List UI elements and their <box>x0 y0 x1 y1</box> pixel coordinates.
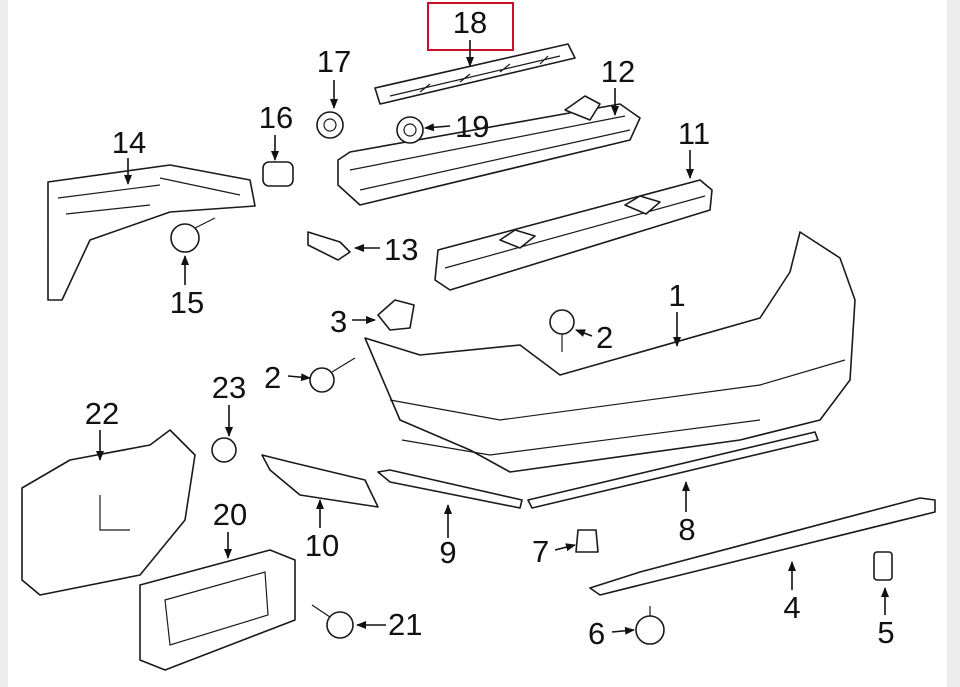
fastener-2a[interactable] <box>549 309 575 352</box>
part-1-bumper-cover[interactable] <box>364 231 856 473</box>
fastener-5[interactable] <box>873 551 893 581</box>
callout-2-left: 2 <box>264 360 281 395</box>
part-10-reflector[interactable] <box>261 454 379 508</box>
part-4-valance[interactable] <box>589 497 936 596</box>
fastener-3[interactable] <box>377 299 415 331</box>
callout-6: 6 <box>588 616 605 651</box>
fastener-7[interactable] <box>575 529 599 553</box>
part-9-strip[interactable] <box>377 469 523 509</box>
fastener-17[interactable] <box>316 111 344 139</box>
callout-13: 13 <box>384 232 418 267</box>
callout-10: 10 <box>305 528 339 563</box>
callout-2-right: 2 <box>596 320 613 355</box>
part-12-reinforcement[interactable] <box>337 95 641 206</box>
part-14-side-bracket[interactable] <box>47 164 256 301</box>
callout-12: 12 <box>601 54 635 89</box>
callout-17: 17 <box>317 44 351 79</box>
callout-11: 11 <box>678 116 710 151</box>
fastener-15[interactable] <box>170 217 216 253</box>
callout-23: 23 <box>212 370 246 405</box>
callout-22: 22 <box>85 396 119 431</box>
callout-18: 18 <box>453 5 487 40</box>
fastener-21[interactable] <box>311 604 354 639</box>
callout-4: 4 <box>783 590 800 625</box>
part-11-absorber[interactable] <box>434 179 713 291</box>
callout-9: 9 <box>439 535 456 570</box>
part-20-module[interactable] <box>139 549 296 671</box>
fastener-23[interactable] <box>211 437 237 463</box>
callout-19: 19 <box>455 109 489 144</box>
part-8-molding[interactable] <box>527 431 819 509</box>
callout-20: 20 <box>213 497 247 532</box>
fastener-6[interactable] <box>635 606 665 645</box>
fastener-16[interactable] <box>262 161 294 187</box>
callout-5: 5 <box>877 615 894 650</box>
fastener-19[interactable] <box>396 116 424 144</box>
callout-7: 7 <box>532 534 549 569</box>
callout-8: 8 <box>678 512 695 547</box>
callout-1: 1 <box>668 278 685 313</box>
part-22-bracket[interactable] <box>21 429 196 596</box>
part-18-bracket[interactable] <box>374 43 576 105</box>
callout-15: 15 <box>170 285 204 320</box>
fastener-13[interactable] <box>307 231 351 261</box>
callout-21: 21 <box>388 607 422 642</box>
callout-16: 16 <box>259 100 293 135</box>
fastener-2b[interactable] <box>309 357 356 393</box>
callout-14: 14 <box>112 125 146 160</box>
callout-3: 3 <box>330 304 347 339</box>
leader-arrows <box>96 40 889 635</box>
